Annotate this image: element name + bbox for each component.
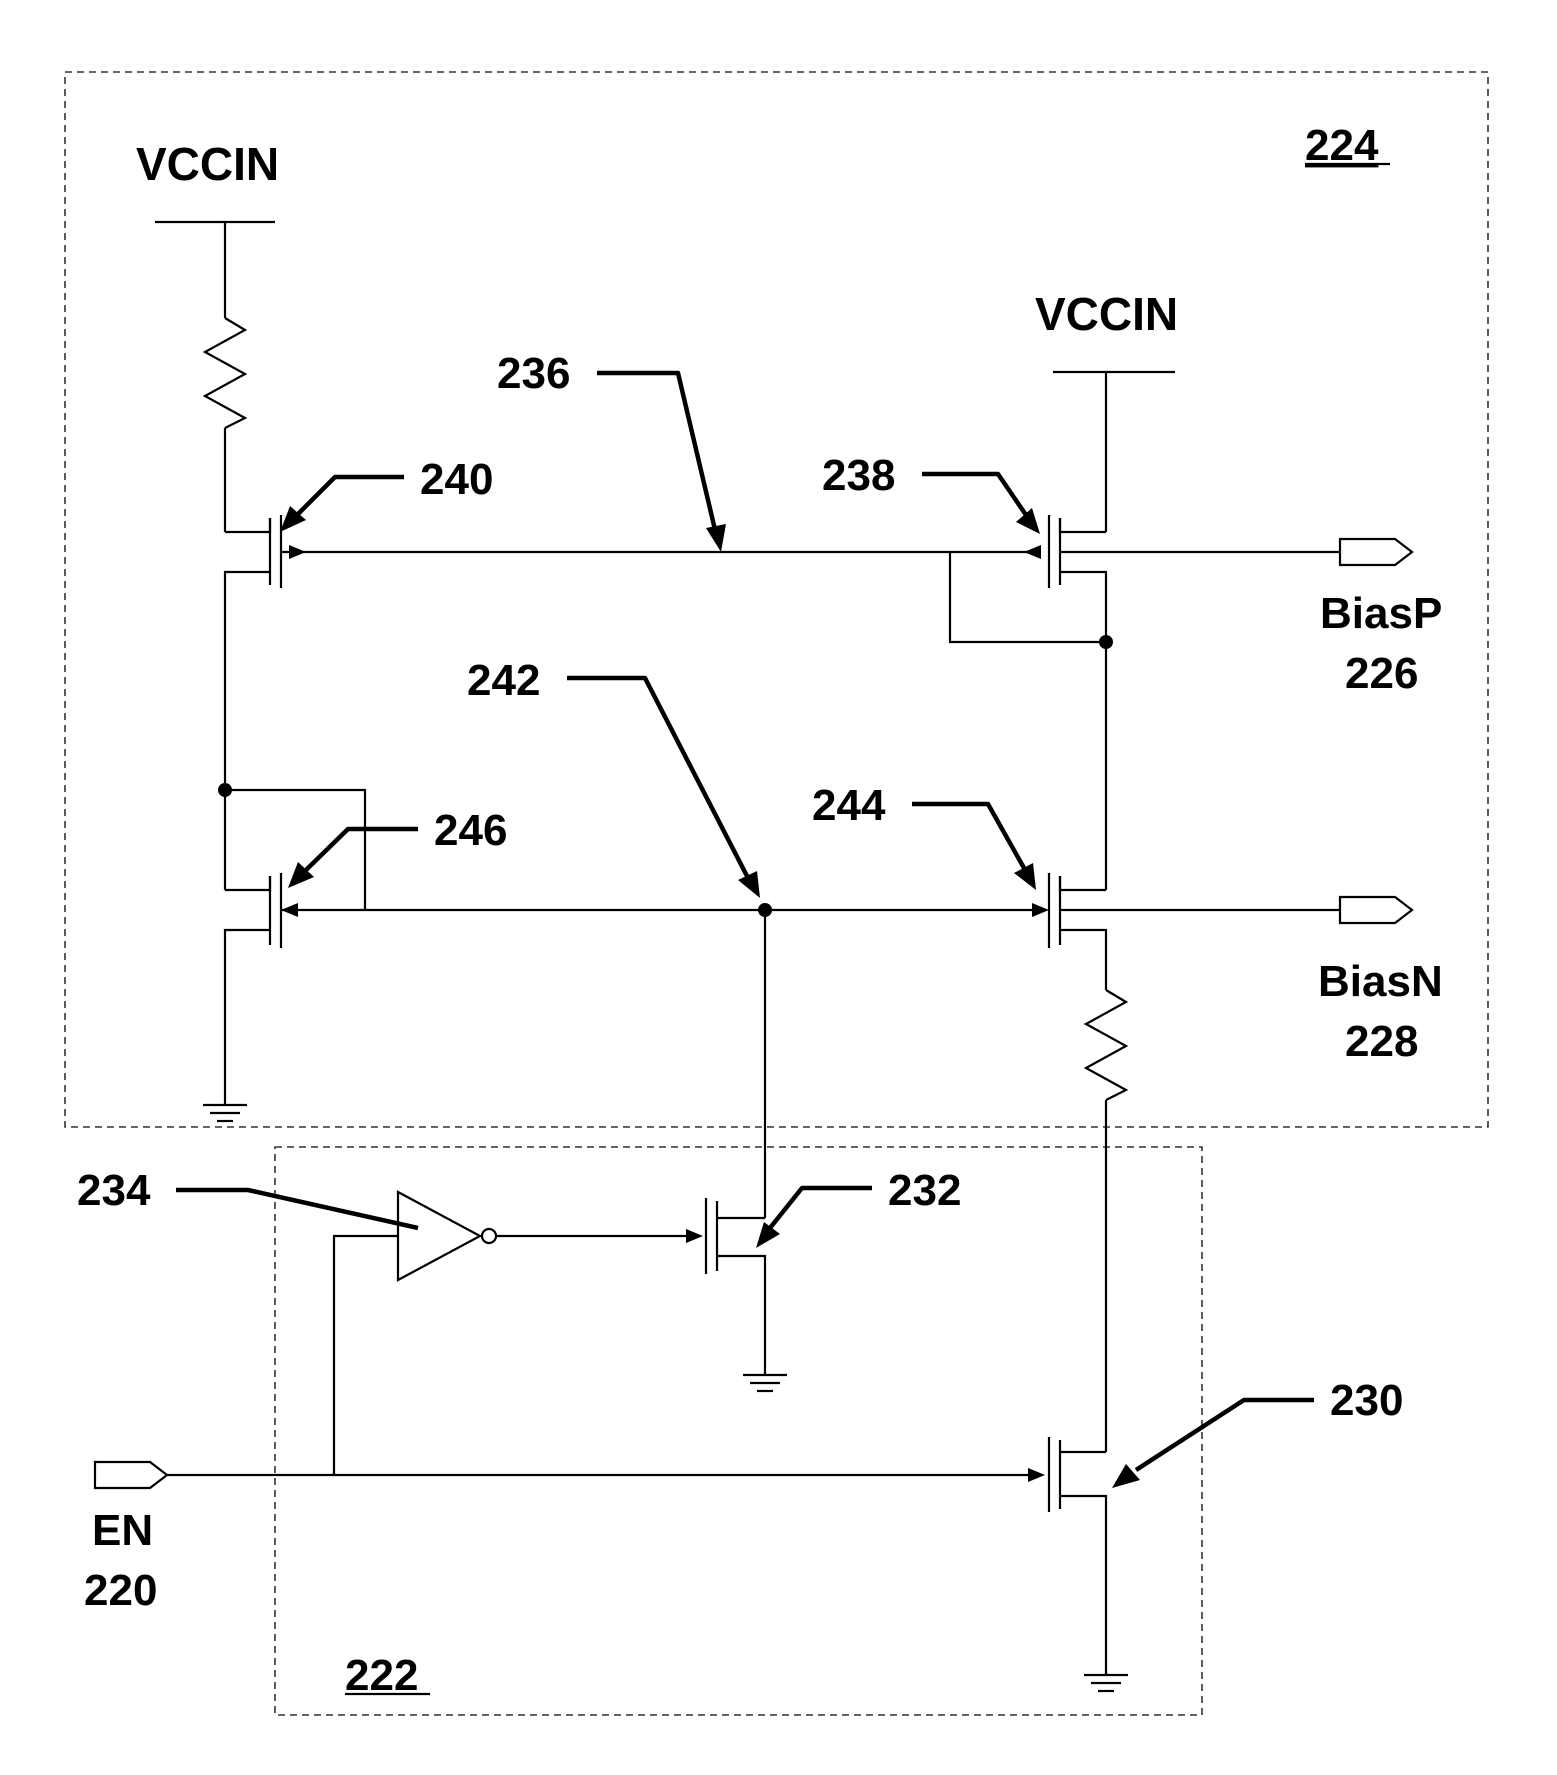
bias-generator-block-outline [65, 72, 1488, 1127]
biasn-ref: 228 [1345, 1017, 1418, 1066]
en-to-inverter-wire [334, 1236, 398, 1475]
leader-246 [306, 829, 418, 870]
ref-label-242: 242 [467, 656, 540, 705]
vccin-right-label: VCCIN [1035, 288, 1178, 340]
block-label-222: 222 [345, 1651, 418, 1700]
gate-arrow-230 [1028, 1468, 1045, 1482]
ref-label-230: 230 [1330, 1376, 1403, 1425]
biasp-port [1340, 539, 1412, 565]
leader-230 [1136, 1400, 1314, 1470]
transistor-238 [1024, 515, 1106, 890]
leader-240 [298, 477, 404, 514]
leader-238 [922, 474, 1026, 515]
en-label: EN [92, 1506, 153, 1555]
ref-label-236: 236 [497, 349, 570, 398]
ref-label-234: 234 [77, 1166, 151, 1215]
transistor-232 [706, 1198, 765, 1375]
leader-236 [597, 373, 716, 534]
block-label-224: 224 [1305, 121, 1379, 170]
leader-236-head [706, 524, 726, 552]
ground-symbol-230 [1084, 1675, 1128, 1691]
leader-242 [567, 678, 748, 878]
transistor-244 [1032, 873, 1106, 990]
leader-238-head [1016, 508, 1040, 534]
ref-label-244: 244 [812, 781, 886, 830]
ref-label-246: 246 [434, 806, 507, 855]
ground-symbol-left [203, 1105, 247, 1121]
transistor-246 [225, 873, 298, 1105]
junction-dot-238 [1099, 635, 1113, 649]
gate-arrow-232 [686, 1229, 703, 1243]
inverter-234 [398, 1192, 496, 1280]
biasp-label: BiasP [1320, 589, 1442, 638]
ref-label-240: 240 [420, 455, 493, 504]
biasn-label: BiasN [1318, 957, 1443, 1006]
leader-232-head [756, 1222, 780, 1248]
leader-232 [770, 1188, 872, 1228]
transistor-230 [1049, 1437, 1106, 1675]
vccin-left-label: VCCIN [136, 138, 279, 190]
diode-connect-246 [225, 790, 365, 910]
en-ref: 220 [84, 1566, 157, 1615]
leader-244 [912, 804, 1024, 868]
en-port [95, 1462, 167, 1488]
ground-symbol-232 [743, 1375, 787, 1391]
enable-control-block-outline [275, 1147, 1202, 1715]
diode-connect-238 [950, 552, 1106, 642]
biasp-ref: 226 [1345, 649, 1418, 698]
ref-label-238: 238 [822, 451, 895, 500]
leader-234 [176, 1190, 418, 1228]
biasn-port [1340, 897, 1412, 923]
left-resistor [205, 318, 245, 428]
right-resistor [1086, 990, 1126, 1100]
leader-242-head [738, 871, 760, 898]
ref-label-232: 232 [888, 1166, 961, 1215]
transistor-240 [225, 515, 306, 790]
